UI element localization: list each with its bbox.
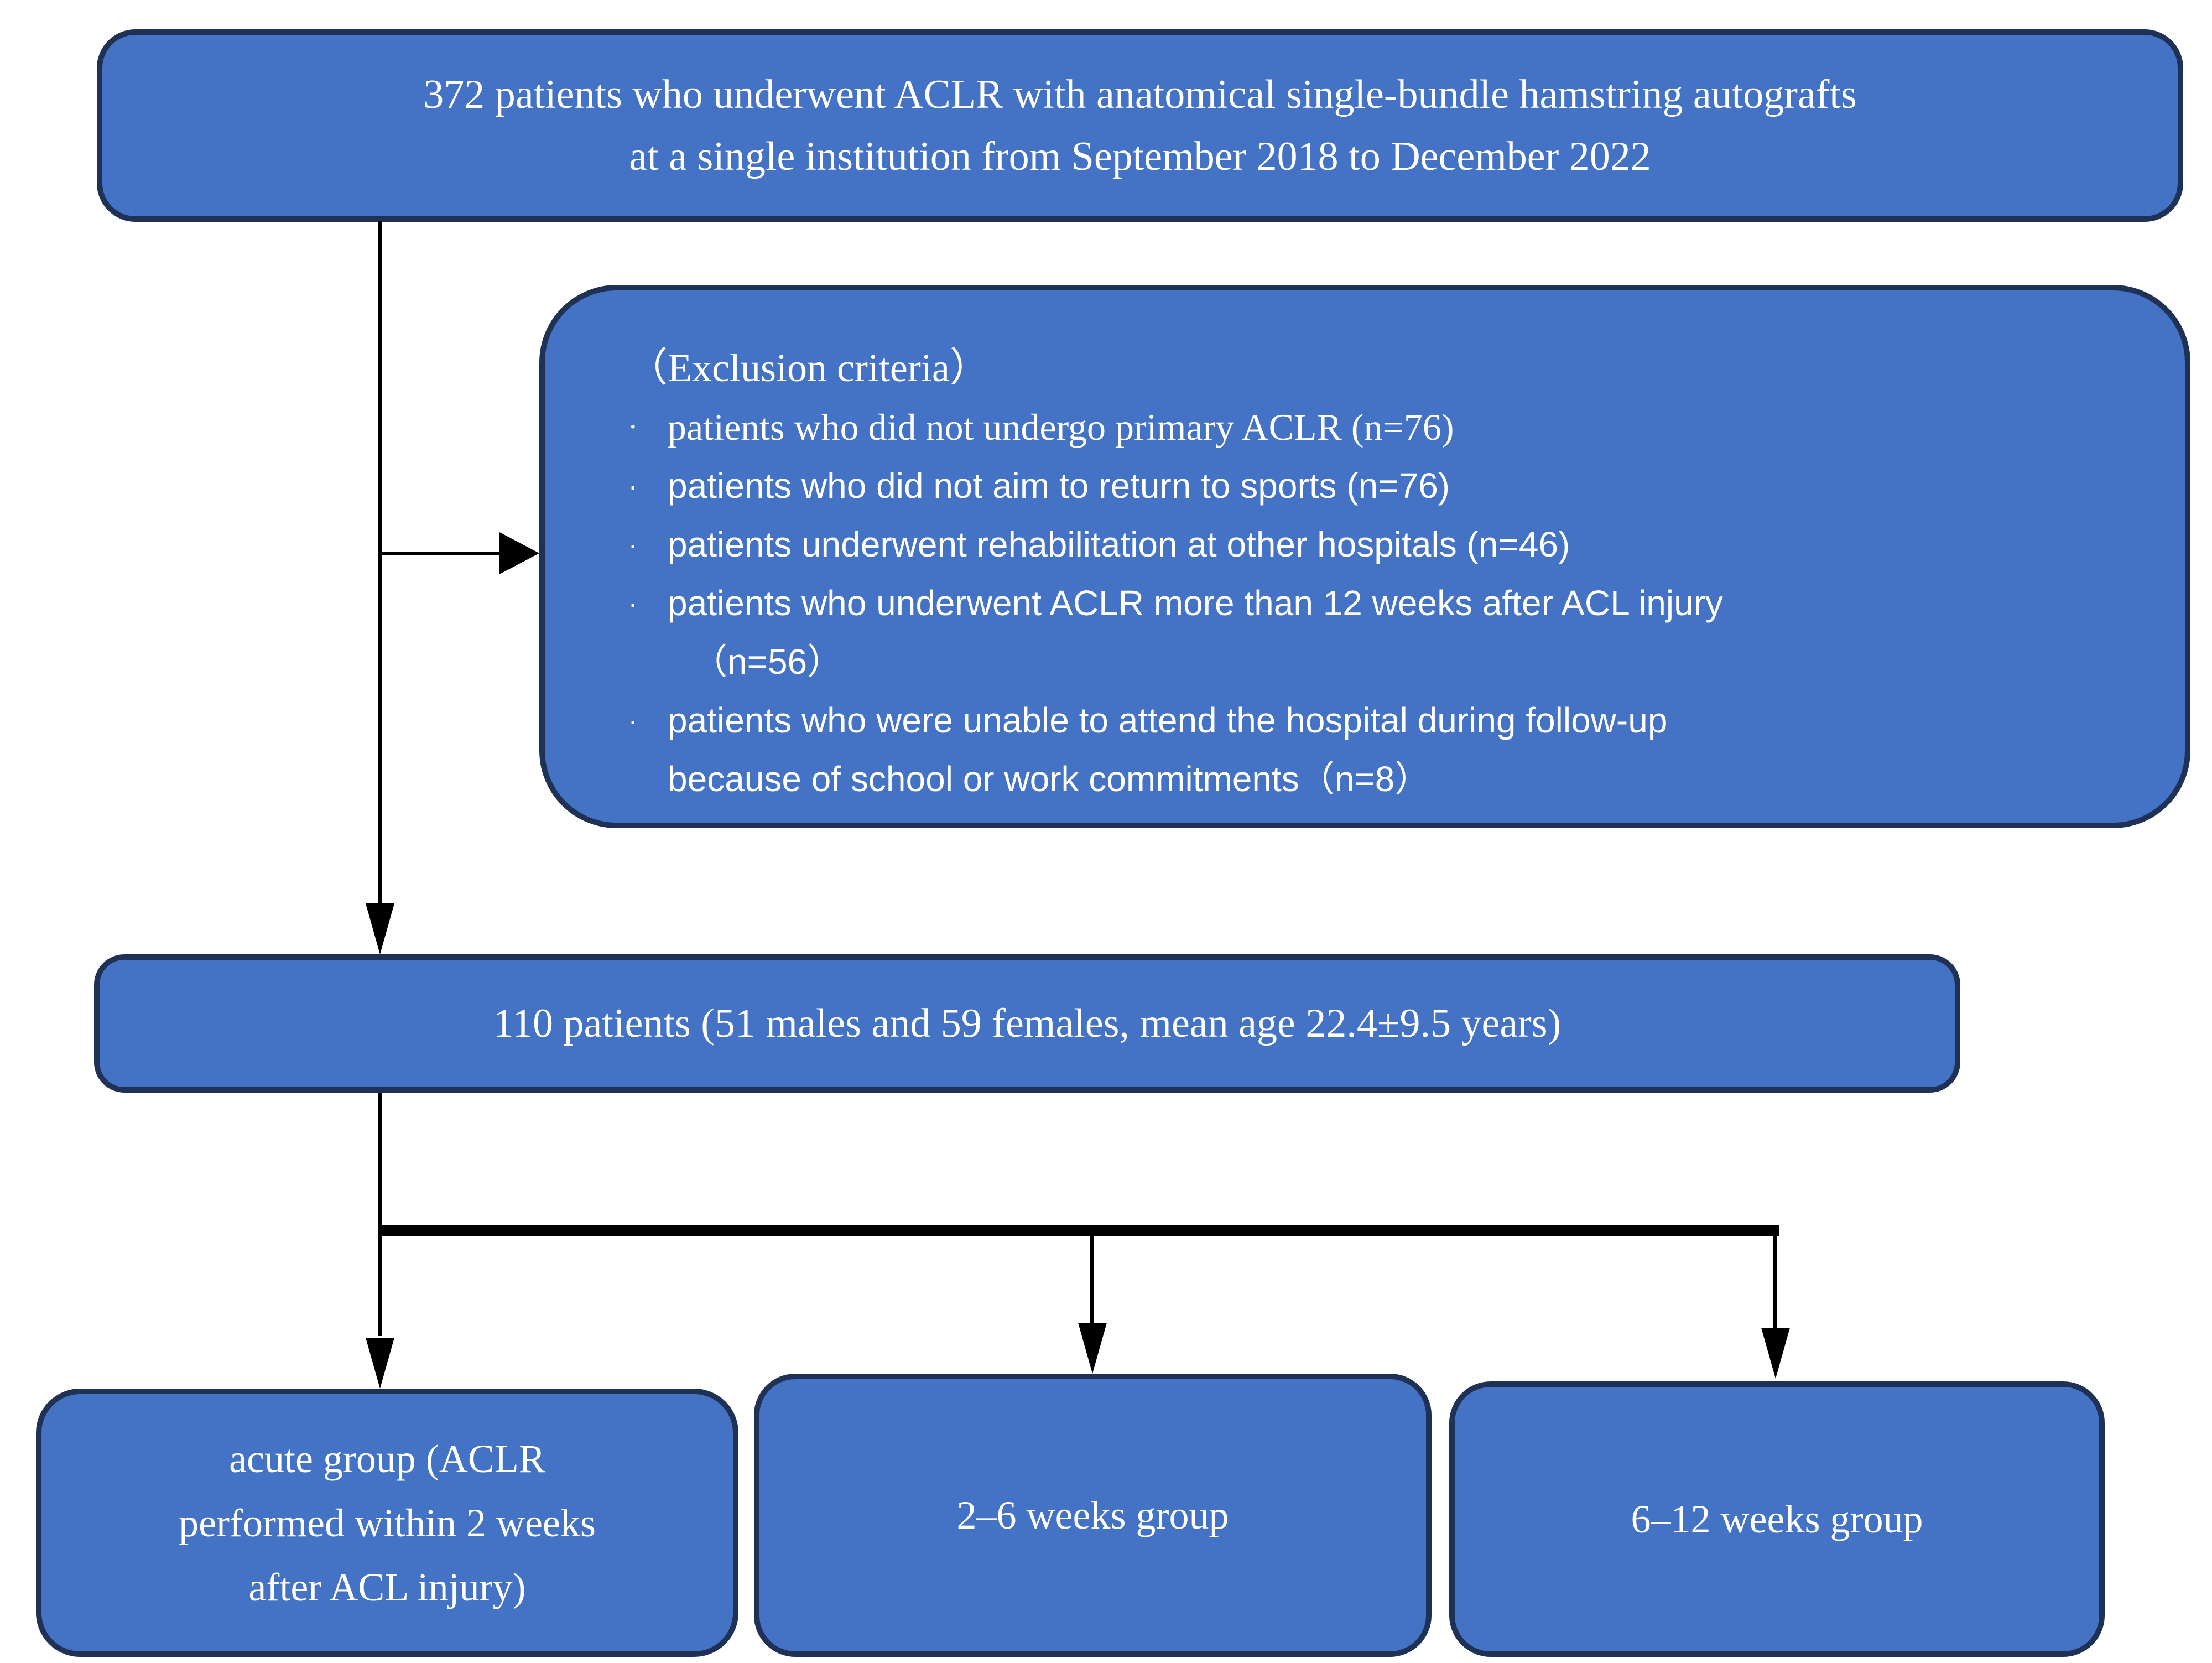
bullet-icon: · xyxy=(628,468,638,503)
exclusion-item-2-text: patients who did not aim to return to sp… xyxy=(668,466,1450,506)
arrowhead-into-late-group-box xyxy=(1761,1328,1790,1379)
exclusion-item-4: · patients who underwent ACLR more than … xyxy=(628,574,2135,691)
bullet-icon: · xyxy=(628,410,638,444)
arrowhead-into-cohort-box xyxy=(366,903,394,954)
two-to-six-weeks-group-label: 2–6 weeks group xyxy=(956,1493,1229,1537)
exclusion-item-4-text: patients who underwent ACLR more than 12… xyxy=(668,574,2135,691)
acute-group-line-1: acute group (ACLR xyxy=(229,1436,545,1481)
arrowhead-into-acute-group-box xyxy=(366,1338,394,1389)
exclusion-item-4-line-2: （n=56） xyxy=(692,642,843,682)
six-to-twelve-weeks-group-box: 6–12 weeks group xyxy=(1449,1381,2105,1657)
exclusion-item-5-text: patients who were unable to attend the h… xyxy=(668,691,2135,808)
exclusion-item-3: · patients underwent rehabilitation at o… xyxy=(628,515,2135,574)
six-to-twelve-weeks-group-label: 6–12 weeks group xyxy=(1631,1497,1923,1541)
included-cohort-text: 110 patients (51 males and 59 females, m… xyxy=(493,1000,1562,1046)
exclusion-item-5: · patients who were unable to attend the… xyxy=(628,691,2135,808)
bullet-icon: · xyxy=(628,527,638,562)
exclusion-item-1: · patients who did not undergo primary A… xyxy=(628,398,2135,456)
acute-group-line-3: after ACL injury) xyxy=(248,1565,526,1609)
enrollment-line-2: at a single institution from September 2… xyxy=(629,134,1651,179)
exclusion-item-4-line-1: patients who underwent ACLR more than 12… xyxy=(668,583,1723,623)
enrollment-line-1: 372 patients who underwent ACLR with ana… xyxy=(423,72,1857,117)
bullet-icon: · xyxy=(628,703,638,737)
acute-group-box: acute group (ACLR performed within 2 wee… xyxy=(36,1389,738,1657)
acute-group-line-2: performed within 2 weeks xyxy=(179,1500,596,1545)
connector-cohort-to-groups-line xyxy=(378,1093,382,1336)
arrowhead-into-exclusion-box xyxy=(499,532,539,574)
enrollment-box: 372 patients who underwent ACLR with ana… xyxy=(97,29,2183,222)
distribution-line xyxy=(378,1225,1779,1236)
connector-to-late-group-line xyxy=(1773,1236,1777,1329)
exclusion-item-3-text: patients underwent rehabilitation at oth… xyxy=(668,524,1570,564)
exclusion-criteria-box: （Exclusion criteria） · patients who did … xyxy=(539,285,2190,828)
included-cohort-box: 110 patients (51 males and 59 females, m… xyxy=(94,954,1960,1093)
exclusion-title: （Exclusion criteria） xyxy=(628,346,990,390)
connector-to-mid-group-line xyxy=(1090,1236,1094,1325)
connector-top-to-cohort-line xyxy=(378,221,382,907)
connector-branch-to-exclusion-line xyxy=(380,552,501,555)
exclusion-item-5-line-2: because of school or work commitments（n=… xyxy=(668,759,1430,799)
two-to-six-weeks-group-box: 2–6 weeks group xyxy=(754,1374,1432,1657)
exclusion-item-1-text: patients who did not undergo primary ACL… xyxy=(668,406,1454,448)
exclusion-item-2: · patients who did not aim to return to … xyxy=(628,456,2135,515)
arrowhead-into-mid-group-box xyxy=(1078,1323,1107,1374)
exclusion-item-5-line-1: patients who were unable to attend the h… xyxy=(668,700,1668,740)
bullet-icon: · xyxy=(628,585,638,620)
